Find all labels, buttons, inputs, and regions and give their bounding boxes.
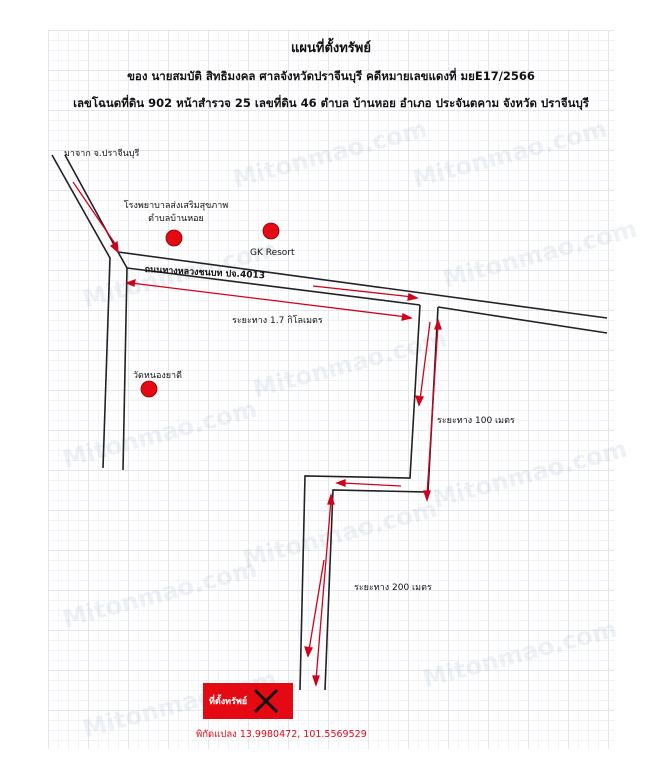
distance-segment-1: ระยะทาง 100 เมตร [437,416,515,426]
highway-upper [117,251,608,319]
marker-hospital [165,229,183,247]
arrow-soi-down [419,321,431,401]
arrowhead [401,313,413,321]
arrow-from-city [72,181,119,249]
arrowhead [434,317,442,330]
arrow-soi-left [341,482,402,487]
road-outer-left [51,154,111,469]
marker-gk-resort [262,222,280,240]
arrow-distance-100m [426,324,439,496]
arrowhead [109,240,119,254]
marker-temple [140,380,158,398]
arrow-soi-down-2 [308,559,325,651]
route-arrows [72,181,442,688]
arrowhead [335,479,346,487]
from-label: มาจาก จ.ปราจีนบุรี [64,149,140,159]
arrow-highway-right [312,285,414,298]
property-location-label: ที่ตั้งทรัพย์ [209,697,248,707]
arrowhead [125,278,136,287]
distance-segment-2: ระยะทาง 200 เมตร [354,583,432,593]
owner-line: ของ นายสมบัติ สิทธิมงคล ศาลจังหวัดปราจีน… [127,69,535,83]
arrowhead [327,492,335,505]
x-mark-icon [254,688,279,714]
arrow-distance-1-7km [130,282,408,318]
road-inner-left [64,154,128,471]
roads [51,154,608,691]
arrowhead [407,293,419,301]
arrowhead [304,646,313,658]
property-location-box: ที่ตั้งทรัพย์ [203,683,293,719]
hospital-label: โรงพยาบาลส่งเสริมสุขภาพ ตำบลบ้านหอย [123,201,229,224]
deed-line: เลขโฉนดที่ดิน 902 หน้าสำรวจ 25 เลขที่ดิน… [73,96,589,110]
distance-main-road: ระยะทาง 1.7 กิโลเมตร [232,316,323,326]
temple-label: วัดหนองยาดี [133,371,182,381]
arrowhead [423,490,431,503]
arrowhead [415,395,424,407]
arrow-distance-200m [315,499,332,681]
coordinates-label: พิกัดแปลง 13.9980472, 101.5569529 [196,729,367,740]
soi-left-edge [299,304,421,691]
arrowhead [312,675,320,688]
map-sheet [48,30,614,749]
soi-right-edge [324,306,439,691]
highway-lower-right [437,306,608,334]
gk-resort-label: GK Resort [250,248,295,258]
page-title: แผนที่ตั้งทรัพย์ [291,41,371,56]
highway-lower-left [126,267,421,306]
